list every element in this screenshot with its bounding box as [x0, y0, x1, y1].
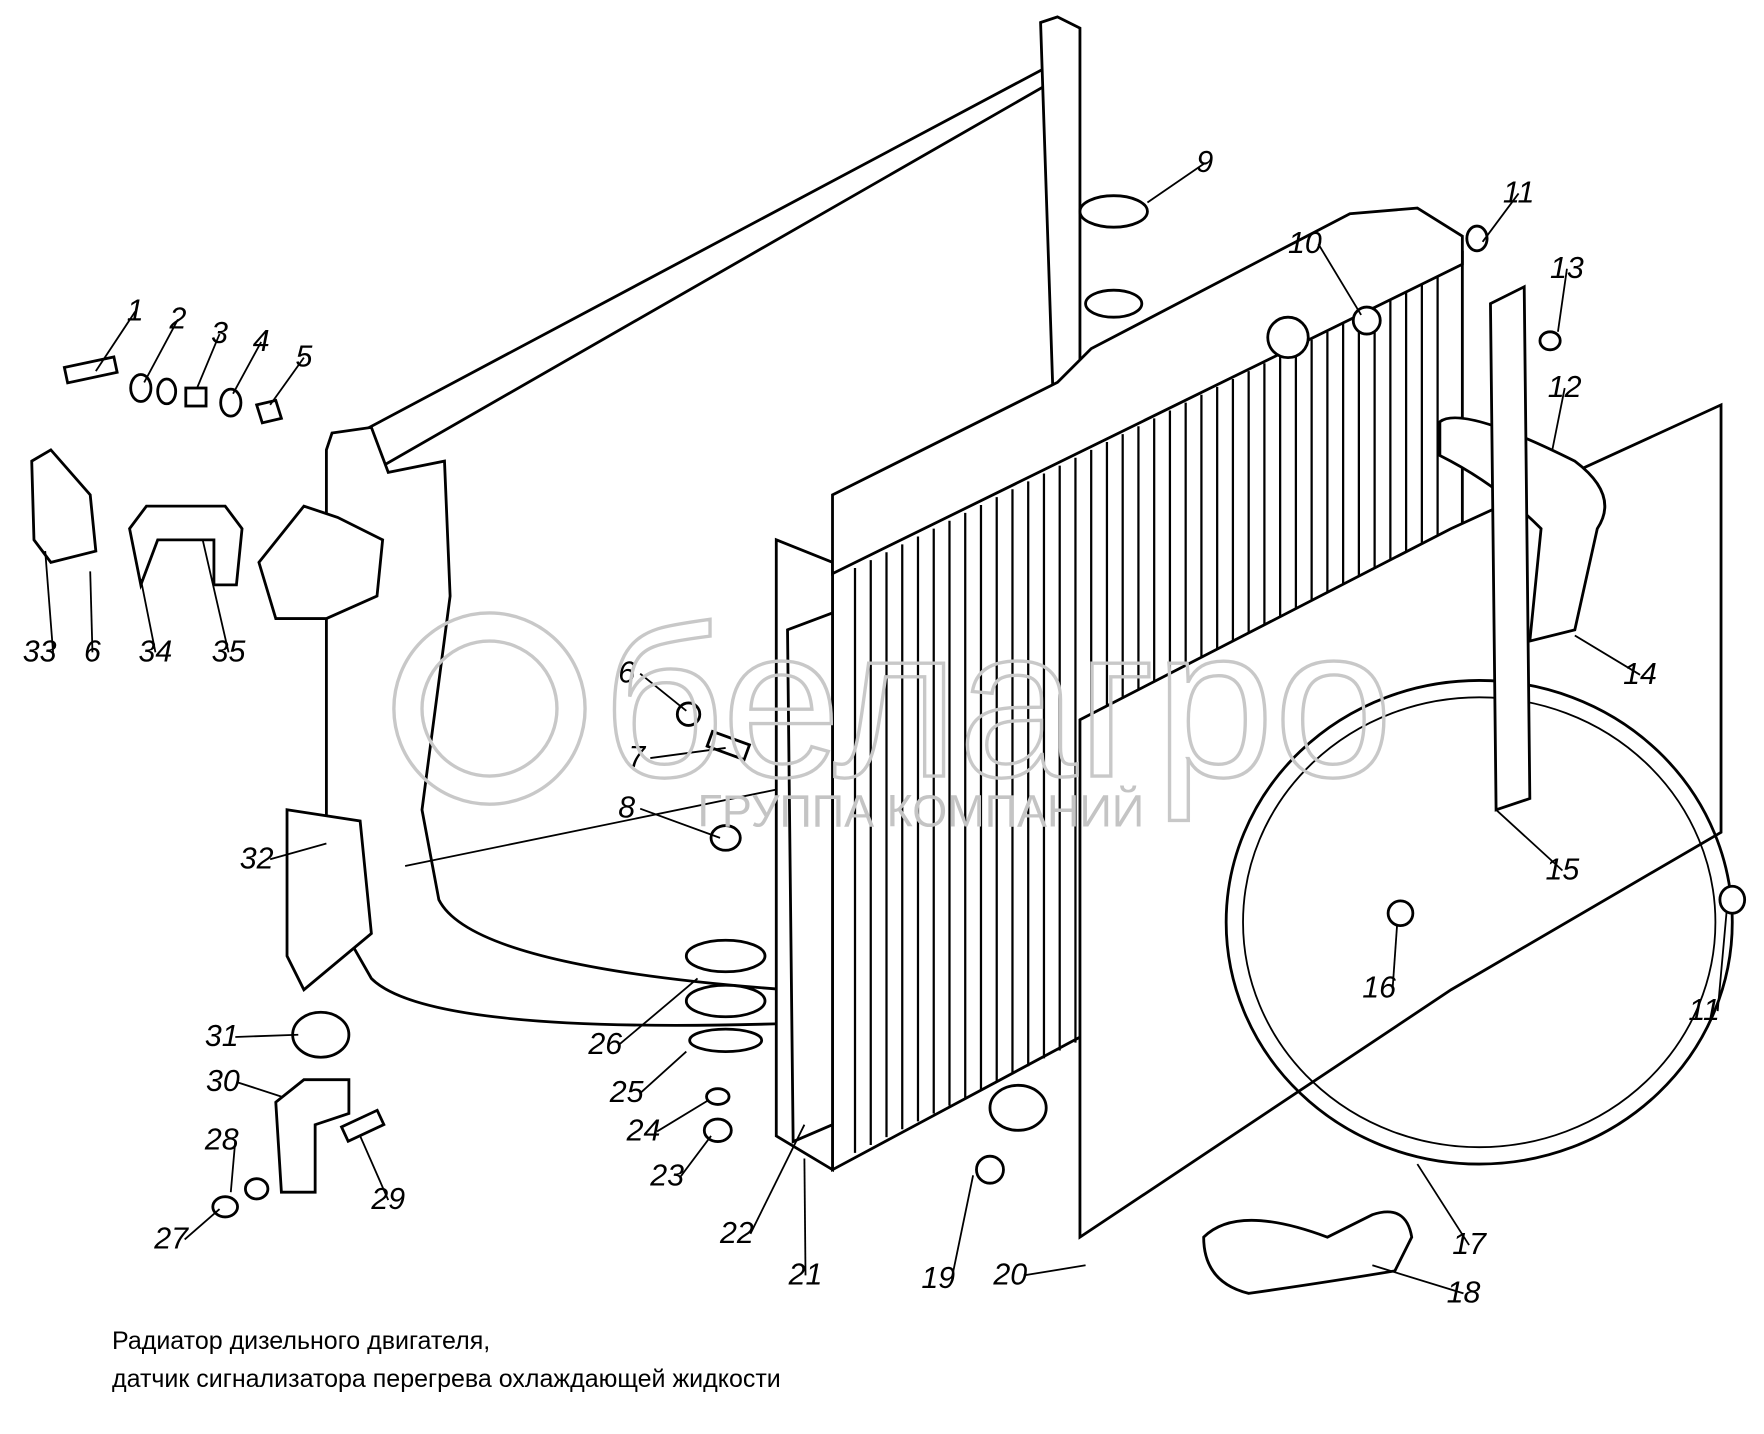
callout-32: 32	[240, 842, 274, 875]
leader-line	[201, 539, 230, 653]
callout-11: 11	[1503, 176, 1535, 209]
leader-line	[1716, 910, 1728, 1012]
callout-1: 1	[127, 295, 144, 328]
leader-line	[749, 1124, 806, 1235]
watermark-subtitle: ГРУППА КОМПАНИЙ	[698, 786, 1145, 837]
leader-line	[269, 842, 327, 861]
callout-23: 23	[649, 1159, 684, 1192]
callout-16: 16	[1362, 972, 1396, 1005]
callout-13: 13	[1550, 252, 1584, 285]
callout-11: 11	[1688, 994, 1720, 1027]
leader-line	[236, 1081, 282, 1098]
leader-line	[359, 1135, 390, 1201]
leader-line	[232, 341, 262, 395]
radiator-cap	[1078, 194, 1149, 229]
callout-29: 29	[370, 1183, 405, 1216]
callout-14: 14	[1623, 658, 1657, 691]
leader-line	[89, 571, 94, 653]
leader-line	[639, 1050, 687, 1094]
callout-4: 4	[253, 325, 270, 358]
callout-9: 9	[1196, 146, 1213, 179]
leader-line	[1495, 809, 1564, 872]
leader-line	[650, 747, 726, 759]
leader-line	[196, 333, 221, 389]
leader-line	[679, 1135, 712, 1177]
leader-line	[1557, 268, 1568, 332]
callout-15: 15	[1546, 854, 1580, 887]
callout-26: 26	[587, 1028, 622, 1061]
callout-35: 35	[212, 635, 246, 668]
leader-line	[184, 1208, 221, 1241]
callout-31: 31	[205, 1020, 239, 1053]
leader-line	[1481, 192, 1520, 243]
callout-19: 19	[921, 1262, 955, 1295]
leader-line	[1416, 1163, 1470, 1246]
callout-8: 8	[618, 792, 635, 825]
watermark-brand: белагро	[602, 584, 1393, 822]
leader-lines	[44, 162, 1728, 1295]
callout-5: 5	[295, 341, 312, 374]
caption-line-1: Радиатор дизельного двигателя,	[112, 1327, 491, 1355]
leader-line	[1317, 243, 1362, 316]
callout-33: 33	[23, 635, 57, 668]
callout-22: 22	[719, 1217, 754, 1250]
leader-line	[229, 1140, 237, 1193]
callout-6: 6	[84, 635, 101, 668]
leader-line	[1372, 1264, 1464, 1295]
leader-line	[1551, 387, 1566, 451]
callout-6: 6	[618, 657, 635, 690]
callout-12: 12	[1548, 371, 1582, 404]
rubber-cushion	[291, 1010, 351, 1059]
side-plate-left	[786, 610, 834, 1144]
leader-line	[618, 977, 699, 1046]
callout-24: 24	[626, 1114, 661, 1147]
callout-28: 28	[204, 1123, 239, 1156]
callout-7: 7	[628, 741, 646, 774]
small-parts	[30, 224, 1747, 1219]
leader-line	[1391, 924, 1399, 989]
side-plate-right	[1489, 284, 1532, 812]
callout-2: 2	[168, 302, 186, 335]
callout-34: 34	[139, 635, 173, 668]
leader-line	[803, 1158, 807, 1276]
callout-3: 3	[211, 317, 228, 350]
leader-line	[143, 318, 179, 383]
upper-hose	[1438, 416, 1607, 643]
leader-line	[1023, 1264, 1086, 1277]
leader-line	[95, 311, 136, 372]
caption-line-2: датчик сигнализатора перегрева охлаждающ…	[112, 1365, 781, 1393]
callout-20: 20	[992, 1258, 1027, 1291]
leader-line	[656, 1099, 710, 1133]
watermark-logo: белагро ГРУППА КОМПАНИЙ	[392, 582, 1395, 837]
leader-line	[139, 579, 157, 653]
leader-line	[639, 807, 721, 839]
callout-17: 17	[1452, 1228, 1487, 1261]
leader-line	[1574, 634, 1641, 676]
callout-10: 10	[1288, 227, 1322, 260]
leader-line	[235, 1033, 299, 1038]
callout-25: 25	[609, 1076, 644, 1109]
callout-30: 30	[206, 1065, 240, 1098]
leader-line	[269, 357, 305, 406]
leader-line	[639, 672, 687, 712]
lower-hose	[1202, 1210, 1414, 1295]
leader-line	[44, 551, 54, 653]
leader-line	[950, 1175, 974, 1279]
callout-21: 21	[788, 1258, 823, 1291]
leader-line	[1146, 162, 1206, 204]
callout-18: 18	[1447, 1276, 1481, 1309]
callout-27: 27	[153, 1222, 189, 1255]
